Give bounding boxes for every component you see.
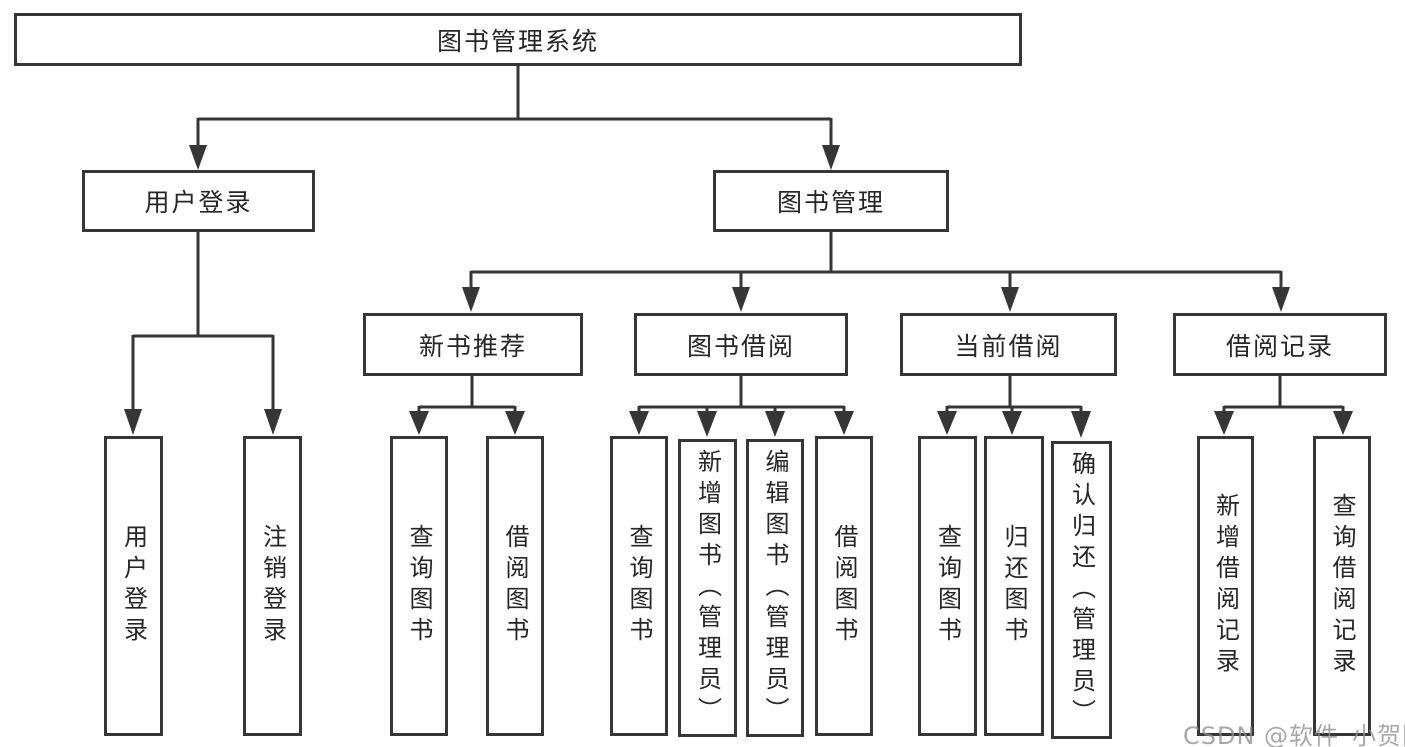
node-root-label: 图书管理系统: [436, 26, 599, 56]
node-book-borrow: 图书借阅: [634, 313, 848, 376]
edge-bookmgmt-to-level3: [462, 231, 1290, 312]
node-query-borrow-record: 查询借阅记录: [1313, 436, 1371, 736]
node-query-book-1-label: 查询图书: [405, 524, 433, 648]
node-user-login-group-label: 用户登录: [144, 188, 253, 217]
node-logout: 注销登录: [243, 436, 302, 736]
node-query-book-3: 查询图书: [918, 436, 977, 736]
node-current-borrow: 当前借阅: [900, 313, 1117, 376]
node-user-login-label: 用户登录: [119, 524, 148, 648]
node-confirm-return: 确认归还（管理员）: [1051, 441, 1112, 739]
node-add-borrow-record-label: 新增借阅记录: [1211, 493, 1240, 679]
edge-userlogin-to-leaves: [124, 231, 282, 435]
node-query-book-2-label: 查询图书: [625, 524, 653, 648]
node-user-login: 用户登录: [104, 436, 163, 736]
node-query-book-1: 查询图书: [390, 436, 448, 736]
node-edit-book-label: 编辑图书（管理员）: [761, 448, 789, 728]
node-borrow-record-label: 借阅记录: [1225, 331, 1334, 361]
node-edit-book: 编辑图书（管理员）: [746, 439, 804, 737]
node-borrow-book-2: 借阅图书: [815, 436, 873, 736]
node-add-borrow-record: 新增借阅记录: [1197, 436, 1254, 736]
node-add-book: 新增图书（管理员）: [678, 439, 737, 737]
node-root: 图书管理系统: [14, 13, 1022, 66]
node-user-login-group: 用户登录: [82, 170, 315, 232]
node-confirm-return-label: 确认归还（管理员）: [1067, 450, 1096, 730]
edge-root-to-level2: [189, 64, 840, 170]
node-return-book: 归还图书: [984, 436, 1044, 736]
node-current-borrow-label: 当前借阅: [954, 331, 1063, 361]
node-book-mgmt-label: 图书管理: [776, 188, 885, 217]
node-borrow-book-1-label: 借阅图书: [501, 524, 529, 648]
node-logout-label: 注销登录: [258, 524, 287, 648]
node-new-book-rec: 新书推荐: [363, 313, 583, 376]
edge-borrowrecord-to-leaves: [1214, 374, 1353, 435]
node-book-borrow-label: 图书借阅: [686, 331, 795, 361]
node-query-book-2: 查询图书: [610, 436, 668, 736]
node-new-book-rec-label: 新书推荐: [418, 331, 527, 361]
node-book-mgmt: 图书管理: [713, 170, 949, 232]
node-borrow-book-1: 借阅图书: [486, 436, 544, 736]
edge-currentborrow-to-leaves: [937, 374, 1091, 438]
node-add-book-label: 新增图书（管理员）: [693, 448, 722, 728]
csdn-watermark: CSDN @软件_小贺同学: [1183, 722, 1405, 747]
edge-bookborrow-to-leaves: [629, 374, 854, 437]
edge-newbookrec-to-leaves: [409, 374, 525, 435]
node-query-book-3-label: 查询图书: [933, 524, 962, 648]
node-return-book-label: 归还图书: [1000, 524, 1028, 648]
node-borrow-record: 借阅记录: [1173, 313, 1387, 376]
node-borrow-book-2-label: 借阅图书: [830, 524, 858, 648]
node-query-borrow-record-label: 查询借阅记录: [1328, 493, 1356, 679]
